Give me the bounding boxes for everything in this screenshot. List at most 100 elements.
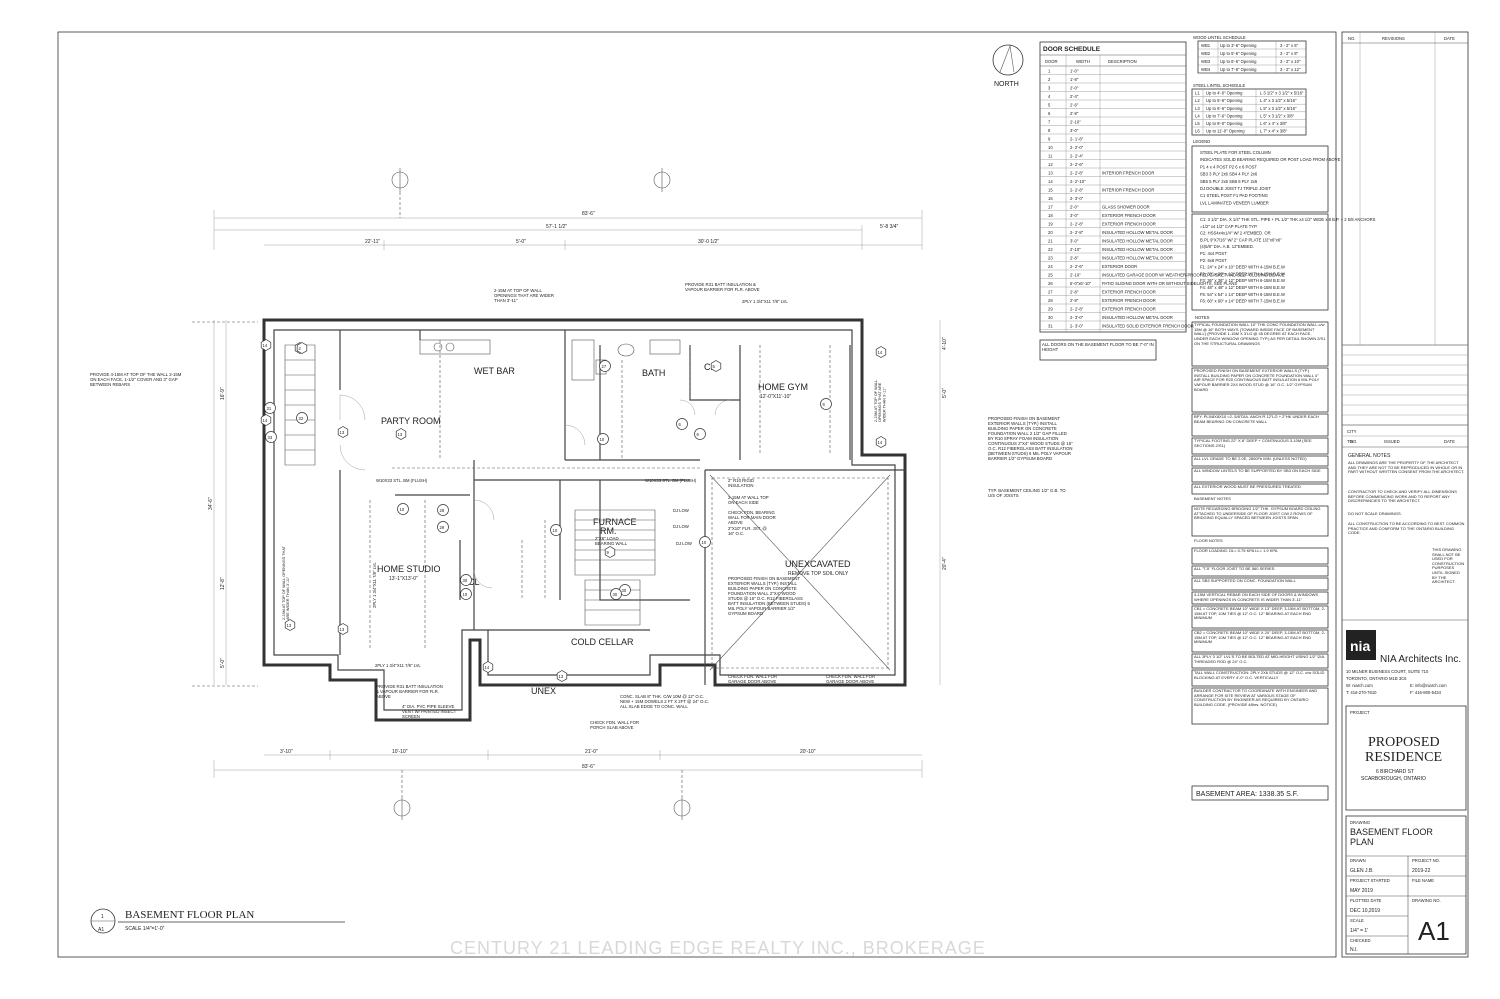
door-tag-icon (397, 503, 409, 515)
door-tag-icon (599, 360, 611, 372)
window-tag-icon (604, 546, 616, 558)
note-block: TYPICAL FOUNDATION WALL 10" THK CONC FOU… (1194, 323, 1326, 346)
door-row-number: 13 (1048, 170, 1053, 175)
door-tag-icon (437, 504, 449, 516)
wood-lintel-opening: Up to 7'-6" Opening (1220, 67, 1257, 72)
foundation-outer-wall (262, 318, 907, 722)
firm-logo (1346, 630, 1376, 660)
legend: LEGEND STEEL PLATE FOR STEEL COLUMNINDIC… (1191, 139, 1376, 311)
legend-line: C2: HSS4x4x1/4" W/ 2 4"EMBED. OR (1200, 231, 1271, 236)
general-note: ALL DRAWINGS ARE THE PROPERTY OF THE ARC… (1348, 461, 1465, 475)
title-sheet-ref: A1 (98, 927, 104, 933)
note-block: NOTE REGARDING BRIDGING 1/2" THK. GYPSUM… (1194, 507, 1321, 521)
door-tag-icon (550, 524, 562, 536)
legend-line: (4)5/8" DIA. A.B. 12"EMBED. (1200, 244, 1254, 249)
room-home-studio: HOME STUDIO (377, 564, 441, 574)
door-tag-icon (676, 418, 688, 430)
door-row-width: 2- 2'-8" (1070, 306, 1084, 311)
dim-top-b: 5'-8 3/4" (880, 224, 899, 230)
tag-number: 14 (263, 343, 268, 348)
dim-bot-d: 20'-10" (800, 749, 816, 755)
door-row-description: EXTERIOR FRENCH DOOR (1102, 289, 1156, 294)
tag-number: 13 (559, 674, 564, 679)
note-lvl-bottom: 2PLY 1 3/4"X11 7/8" LVL (375, 663, 421, 668)
door-schedule-h-desc: DESCRIPTION (1108, 59, 1137, 64)
legend-line: B.PL 9"X7/16" W/ 2" CAP PLATE 1/2"x6"x6" (1200, 237, 1282, 242)
notes-heading: BASEMENT NOTES (1194, 497, 1231, 501)
door-row-number: 10 (1048, 145, 1053, 150)
notes-title: NOTES (1195, 315, 1210, 320)
door-schedule-note: ALL DOORS ON THE BASEMENT FLOOR TO BE 7'… (1042, 342, 1154, 352)
door-row-description: INTERIOR FRENCH DOOR (1102, 187, 1154, 192)
door-row-number: 22 (1048, 247, 1053, 252)
door-tag-icon (264, 402, 276, 414)
note-block: CB2 = CONCRETE BEAM 10" WIDE X 20" DEEP,… (1194, 631, 1326, 645)
window-tag-icon (284, 619, 296, 631)
room-closet-2: CL (468, 577, 480, 587)
legend-line: DJ DOUBLE JOIST TJ TRIPLE JOIST (1200, 186, 1271, 191)
steel-lintel-mark: L4 (1195, 113, 1200, 118)
window-tag-icon (260, 414, 272, 426)
started-label: PROJECT STARTED (1350, 878, 1390, 883)
firm-email: E: info@niarch.com (1410, 683, 1447, 688)
wood-lintel-opening: Up to 3'-6" Opening (1220, 43, 1257, 48)
note-block: PROPOSED FINISH ON BASEMENT EXTERIOR WAL… (1194, 369, 1320, 392)
door-row-number: 31 (1048, 323, 1053, 328)
north-arrow-icon: NORTH (992, 44, 1024, 88)
issue-city: CITY (1347, 429, 1357, 434)
door-row-number: 9 (1048, 136, 1051, 141)
door-tag-icon (460, 588, 472, 600)
note-rebar-studio: 2-15M AT TOP OF WALL OPENINGS THAT ARE W… (282, 546, 291, 620)
door-row-number: 14 (1048, 179, 1053, 184)
firm-logo-text: nia (1350, 638, 1370, 654)
window-tag-icon (710, 360, 722, 372)
tag-number: 10 (463, 592, 468, 597)
wood-lintel-mark: WB1 (1201, 43, 1211, 48)
door-tag-icon (460, 574, 472, 586)
note-check-garage-1: CHECK FDN. WALL FOR GARAGE DOOR ABOVE (728, 674, 778, 684)
window-tag-icon (260, 339, 272, 351)
door-row-description: INSULATED HOLLOW METAL DOOR (1102, 315, 1173, 320)
door-row-width: 2- 2'-8" (1070, 230, 1084, 235)
door-row-number: 25 (1048, 272, 1053, 277)
door-row-number: 30 (1048, 315, 1053, 320)
door-row-width: 2- 2'-0" (1070, 145, 1084, 150)
dim-bot-c: 21'-0" (585, 749, 598, 755)
note-rigid: 2" R10 RIGID INSULATION (728, 478, 755, 488)
joist-lines (369, 340, 831, 650)
steel-lintel-size: L 7" x 4" x 3/8" (1260, 129, 1288, 134)
general-note: DO NOT SCALE DRAWINGS. (1348, 512, 1402, 516)
tag-number: 30 (463, 578, 468, 583)
wood-lintel-mark: WB3 (1201, 59, 1211, 64)
note-block: TALL WALL CONSTRUCTION: 2PLY 2X6 STUDS @… (1194, 671, 1325, 680)
door-row-number: 5 (1048, 102, 1051, 107)
general-note: ALL CONSTRUCTION TO BE ACCORDING TO BEST… (1348, 522, 1465, 536)
note-dj-low-3: DJ LOW (676, 541, 692, 546)
dim-overall-bottom: 83'-6" (582, 764, 595, 770)
scale-value: 1/4" = 1' (1350, 928, 1368, 934)
wood-lintel-size: 3 - 2" x 6" (1280, 43, 1299, 48)
scale-label: SCALE (1350, 918, 1364, 923)
door-row-description: EXTERIOR FRENCH DOOR (1102, 306, 1156, 311)
legend-line: F6: 60" x 60" x 14" DEEP WITH 7-15M B.E.… (1200, 299, 1285, 304)
project-no-label: PROJECT NO. (1412, 858, 1440, 863)
door-row-width: 2'-8" (1070, 298, 1079, 303)
door-row-width: 2- 2'-8" (1070, 187, 1084, 192)
project-label: PROJECT (1350, 710, 1370, 715)
window-tag-icon (296, 342, 308, 354)
steel-lintel-size: L 3 1/2" x 3 1/2" x 5/16" (1260, 91, 1304, 96)
room-furnace-rm: RM. (600, 526, 617, 536)
legend-line: P1 4 x 4 POST P2 6 x 6 POST (1200, 164, 1257, 169)
door-row-number: 18 (1048, 213, 1053, 218)
project-no-value: 2019-22 (1412, 868, 1431, 874)
dim-bot-b: 10'-10" (392, 749, 408, 755)
note-block: TYPICAL FOOTING 22" X 8" DEEP + CONTINUO… (1194, 439, 1312, 448)
floor-plan: WET BAR PARTY ROOM BATH CL HOME GYM 12'-… (90, 44, 1073, 934)
door-row-description: EXTERIOR FRENCH DOOR (1102, 221, 1156, 226)
notes: NOTES TYPICAL FOUNDATION WALL 10" THK CO… (1191, 315, 1329, 801)
window-tag-icon (875, 436, 887, 448)
door-row-description: PATIO SLIDING DOOR WITH OR WITHOUT SIDEL… (1102, 281, 1237, 286)
door-row-description: INSULATED GARAGE DOOR W/ WEATHER-PROOFED… (1102, 272, 1285, 277)
door-row-number: 24 (1048, 264, 1053, 269)
